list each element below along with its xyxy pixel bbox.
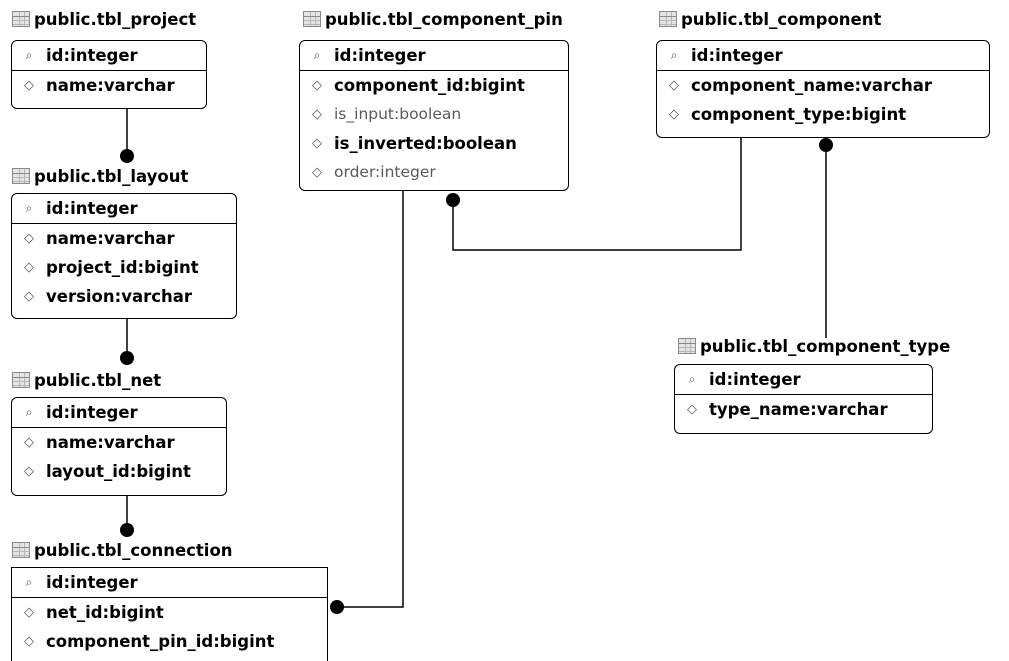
column-row: ◇ component_name:varchar bbox=[657, 71, 989, 100]
column-row: ◇ is_input:boolean bbox=[300, 100, 568, 129]
column-row: ◇ component_type:bigint bbox=[657, 100, 989, 129]
diamond-icon: ◇ bbox=[669, 78, 679, 93]
table-component-type-box[interactable]: ⌕ id:integer ◇ type_name:varchar bbox=[674, 364, 933, 434]
diamond-icon: ◇ bbox=[24, 78, 34, 93]
table-icon bbox=[12, 542, 30, 558]
primary-key-row: ⌕ id:integer bbox=[12, 568, 327, 598]
key-icon: ⌕ bbox=[25, 575, 33, 589]
column-row: ◇ is_inverted:boolean bbox=[300, 129, 568, 158]
column-row: ◇ name:varchar bbox=[12, 224, 236, 253]
diamond-icon: ◇ bbox=[24, 260, 34, 275]
diamond-icon: ◇ bbox=[312, 136, 322, 151]
table-icon bbox=[12, 168, 30, 184]
component-pin-connection-end-dot bbox=[330, 600, 344, 614]
table-component-pin-box[interactable]: ⌕ id:integer ◇ component_id:bigint ◇ is_… bbox=[299, 40, 569, 191]
table-icon bbox=[659, 11, 677, 27]
diamond-icon: ◇ bbox=[24, 289, 34, 304]
diamond-icon: ◇ bbox=[687, 402, 697, 417]
primary-key-row: ⌕ id:integer bbox=[12, 194, 236, 224]
key-icon: ⌕ bbox=[313, 48, 321, 62]
column-row: ◇ component_pin_id:bigint bbox=[12, 627, 327, 656]
column-row: ◇ layout_id:bigint bbox=[12, 457, 226, 486]
key-icon: ⌕ bbox=[25, 48, 33, 62]
component-pin-connection-line bbox=[337, 191, 404, 608]
primary-key-row: ⌕ id:integer bbox=[12, 41, 206, 71]
table-net-box[interactable]: ⌕ id:integer ◇ name:varchar ◇ layout_id:… bbox=[11, 397, 227, 496]
primary-key-row: ⌕ id:integer bbox=[657, 41, 989, 71]
column-row: ◇ name:varchar bbox=[12, 71, 206, 100]
component-type-end-dot bbox=[819, 138, 833, 152]
primary-key-row: ⌕ id:integer bbox=[675, 365, 932, 395]
table-icon bbox=[303, 11, 321, 27]
key-icon: ⌕ bbox=[688, 372, 696, 386]
diamond-icon: ◇ bbox=[24, 435, 34, 450]
column-row: ◇ order:integer bbox=[300, 158, 568, 187]
table-layout-box[interactable]: ⌕ id:integer ◇ name:varchar ◇ project_id… bbox=[11, 193, 237, 319]
column-row: ◇ component_id:bigint bbox=[300, 71, 568, 100]
project-layout-end-dot bbox=[120, 149, 134, 163]
column-row: ◇ name:varchar bbox=[12, 428, 226, 457]
diamond-icon: ◇ bbox=[24, 605, 34, 620]
layout-net-end-dot bbox=[120, 351, 134, 365]
diamond-icon: ◇ bbox=[24, 634, 34, 649]
primary-key-row: ⌕ id:integer bbox=[300, 41, 568, 71]
key-icon: ⌕ bbox=[670, 48, 678, 62]
table-icon bbox=[678, 338, 696, 354]
table-component-box[interactable]: ⌕ id:integer ◇ component_name:varchar ◇ … bbox=[656, 40, 990, 138]
diamond-icon: ◇ bbox=[669, 107, 679, 122]
primary-key-row: ⌕ id:integer bbox=[12, 398, 226, 428]
diamond-icon: ◇ bbox=[312, 165, 322, 180]
net-connection-end-dot bbox=[120, 523, 134, 537]
component-pin-component-end-dot bbox=[446, 193, 460, 207]
column-row: ◇ project_id:bigint bbox=[12, 253, 236, 282]
diamond-icon: ◇ bbox=[312, 78, 322, 93]
table-icon bbox=[12, 372, 30, 388]
column-row: ◇ net_id:bigint bbox=[12, 598, 327, 627]
key-icon: ⌕ bbox=[25, 201, 33, 215]
component-pin-component-line bbox=[452, 138, 742, 251]
column-row: ◇ version:varchar bbox=[12, 282, 236, 311]
diamond-icon: ◇ bbox=[24, 464, 34, 479]
key-icon: ⌕ bbox=[25, 405, 33, 419]
diamond-icon: ◇ bbox=[312, 107, 322, 122]
table-project-box[interactable]: ⌕ id:integer ◇ name:varchar bbox=[11, 40, 207, 109]
column-row: ◇ type_name:varchar bbox=[675, 395, 932, 424]
table-connection-box[interactable]: ⌕ id:integer ◇ net_id:bigint ◇ component… bbox=[11, 567, 328, 661]
diamond-icon: ◇ bbox=[24, 231, 34, 246]
table-icon bbox=[12, 11, 30, 27]
